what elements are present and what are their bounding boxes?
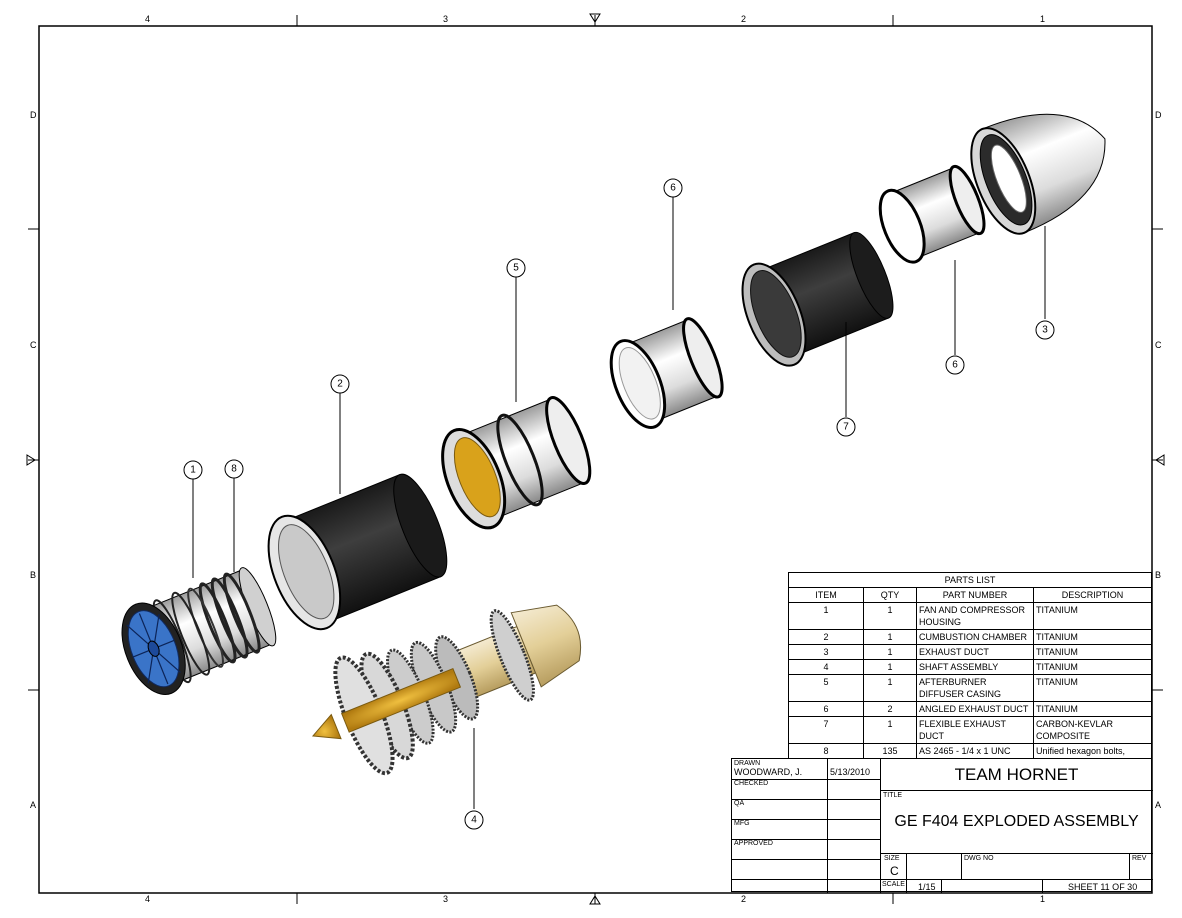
parts-list-cell-part: EXHAUST DUCT: [916, 644, 1034, 660]
zone-left-b: B: [30, 570, 37, 580]
zone-top-4: 4: [145, 14, 151, 24]
zone-right-b: B: [1155, 570, 1162, 580]
parts-list-cell-desc: TITANIUM: [1033, 674, 1152, 702]
title-label: TITLE: [883, 792, 903, 799]
parts-list-cell-item: 1: [788, 602, 864, 630]
parts-list-title: PARTS LIST: [788, 572, 1152, 588]
zone-top-2: 2: [741, 14, 747, 24]
part-combustion-chamber: [267, 473, 448, 631]
part-exhaust-duct: [970, 113, 1106, 235]
parts-list-header-qty: QTY: [863, 587, 917, 603]
parts-list-header-part: PART NUMBER: [916, 587, 1034, 603]
part-afterburner-diffuser-casing: [441, 396, 592, 530]
parts-list-cell-desc: TITANIUM: [1033, 629, 1152, 645]
parts-list-cell-part: SHAFT ASSEMBLY: [916, 659, 1034, 675]
parts-list-table: PARTS LIST ITEM QTY PART NUMBER DESCRIPT…: [788, 572, 1152, 783]
zone-right-c: C: [1155, 340, 1162, 350]
rev-label: REV: [1132, 855, 1147, 862]
approved-label: APPROVED: [734, 840, 773, 847]
parts-list-cell-desc: CARBON-KEVLAR COMPOSITE: [1033, 716, 1152, 744]
parts-list-cell-desc: TITANIUM: [1033, 659, 1152, 675]
zone-top-3: 3: [443, 14, 449, 24]
zone-left-a: A: [30, 800, 37, 810]
part-fan-compressor-housing: [121, 567, 277, 695]
part-angled-exhaust-duct-1: [609, 317, 724, 429]
parts-list-cell-qty: 1: [863, 644, 917, 660]
parts-list-cell-qty: 2: [863, 701, 917, 717]
zone-right-a: A: [1155, 800, 1162, 810]
drawn-date: 5/13/2010: [830, 767, 871, 777]
parts-list-cell-desc: TITANIUM: [1033, 602, 1152, 630]
zone-right-d: D: [1155, 110, 1162, 120]
parts-list-cell-desc: TITANIUM: [1033, 701, 1152, 717]
drawn-label: DRAWN: [734, 760, 761, 767]
zone-ticks: [26, 13, 1165, 905]
sheet-number: SHEET 11 OF 30: [1068, 882, 1138, 892]
parts-list-cell-part: AFTERBURNER DIFFUSER CASING: [916, 674, 1034, 702]
zone-left-c: C: [30, 340, 37, 350]
parts-list-cell-part: CUMBUSTION CHAMBER: [916, 629, 1034, 645]
parts-list-cell-qty: 1: [863, 602, 917, 630]
zone-top-1: 1: [1040, 14, 1046, 24]
scale-label: SCALE: [882, 881, 905, 888]
company-name: TEAM HORNET: [954, 765, 1079, 784]
parts-list-cell-item: 4: [788, 659, 864, 675]
parts-list-cell-part: ANGLED EXHAUST DUCT: [916, 701, 1034, 717]
zone-bottom-1: 1: [1040, 894, 1046, 904]
parts-list-cell-part: FAN AND COMPRESSOR HOUSING: [916, 602, 1034, 630]
size-value: C: [890, 864, 899, 878]
drawing-title: GE F404 EXPLODED ASSEMBLY: [894, 813, 1139, 830]
leader-lines: [192, 197, 1046, 809]
part-flexible-exhaust-duct: [741, 231, 894, 367]
parts-list-cell-item: 2: [788, 629, 864, 645]
mfg-label: MFG: [734, 820, 750, 827]
zone-bottom-3: 3: [443, 894, 449, 904]
scale-value: 1/15: [918, 882, 936, 892]
parts-list-cell-part: FLEXIBLE EXHAUST DUCT: [916, 716, 1034, 744]
checked-label: CHECKED: [734, 780, 769, 787]
zone-bottom-4: 4: [145, 894, 151, 904]
zone-left-d: D: [30, 110, 37, 120]
parts-list-cell-qty: 1: [863, 674, 917, 702]
parts-list-cell-item: 3: [788, 644, 864, 660]
zone-bottom-2: 2: [741, 894, 747, 904]
part-angled-exhaust-duct-2: [878, 164, 986, 264]
part-shaft-assembly: [311, 604, 582, 776]
parts-list-cell-qty: 1: [863, 716, 917, 744]
dwg-no-label: DWG NO: [964, 855, 994, 862]
parts-list-cell-item: 6: [788, 701, 864, 717]
parts-list-header-item: ITEM: [788, 587, 864, 603]
qa-label: QA: [734, 800, 745, 807]
parts-list-header-desc: DESCRIPTION: [1033, 587, 1152, 603]
drawn-by: WOODWARD, J.: [734, 767, 803, 777]
parts-list-cell-item: 7: [788, 716, 864, 744]
parts-list-cell-desc: TITANIUM: [1033, 644, 1152, 660]
parts-list-cell-item: 5: [788, 674, 864, 702]
parts-list-cell-qty: 1: [863, 629, 917, 645]
parts-list-cell-qty: 1: [863, 659, 917, 675]
title-block: DRAWN WOODWARD, J. 5/13/2010 CHECKED QA …: [731, 758, 1153, 893]
size-label: SIZE: [884, 855, 900, 862]
